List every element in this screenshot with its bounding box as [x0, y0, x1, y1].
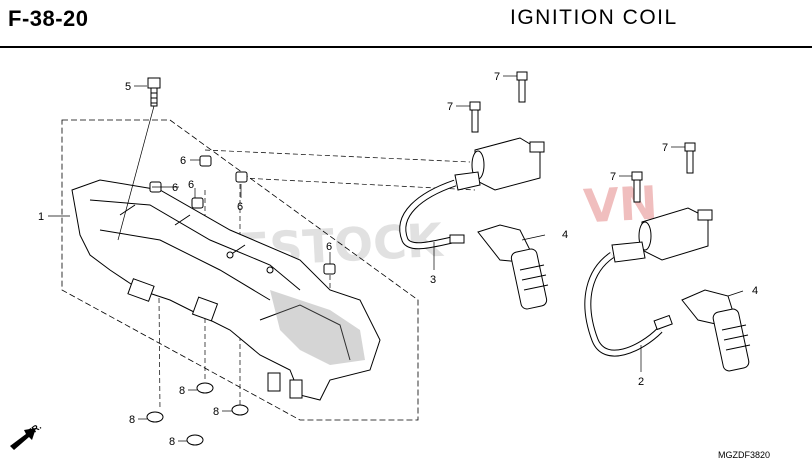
callout-6d: 6: [237, 201, 243, 213]
bolt-7c: [684, 142, 696, 174]
callout-6a: 6: [180, 155, 186, 167]
arrow-icon: [10, 428, 36, 450]
nuts-8: [146, 382, 249, 446]
front-direction-arrow: FR.: [10, 421, 43, 450]
bracket-shading: [270, 290, 365, 365]
plug-cap-4b: [681, 289, 751, 372]
callout-5: 5: [125, 81, 131, 93]
ignition-coil-2: [584, 207, 713, 357]
callout-6e: 6: [326, 241, 332, 253]
header: F-38-20 IGNITION COIL: [0, 0, 812, 48]
callout-4b: 4: [752, 285, 758, 297]
ignition-coil-3: [399, 137, 545, 250]
figure-code: F-38-20: [8, 6, 89, 31]
callout-7a: 7: [494, 71, 500, 83]
bolt-7a: [516, 71, 528, 103]
plug-cap-4a: [477, 224, 549, 310]
bolt-5: [147, 77, 161, 107]
assembly-frame: [61, 119, 419, 421]
callout-6c: 6: [188, 179, 194, 191]
header-rule: [0, 46, 812, 48]
callout-numbers: 1 2 3 4 4 5 6 6 6 6 6 7 7 7 7 8 8 8 8: [38, 71, 758, 448]
callout-1: 1: [38, 211, 44, 223]
callout-4a: 4: [562, 229, 568, 241]
callout-8d: 8: [169, 436, 175, 448]
callout-8b: 8: [129, 414, 135, 426]
callout-leaders: [48, 75, 744, 442]
callout-7d: 7: [610, 171, 616, 183]
callout-7b: 7: [447, 101, 453, 113]
bracket-assembly: [71, 179, 381, 401]
callout-3: 3: [430, 274, 436, 286]
reference-code: MGZDF3820: [718, 450, 770, 460]
callout-8c: 8: [213, 406, 219, 418]
figure-title: IGNITION COIL: [510, 6, 678, 29]
callout-2: 2: [638, 376, 644, 388]
bolt-7b: [469, 101, 481, 133]
callout-6b: 6: [172, 182, 178, 194]
callout-7c: 7: [662, 142, 668, 154]
callout-8a: 8: [179, 385, 185, 397]
bolt-7d: [631, 171, 643, 203]
